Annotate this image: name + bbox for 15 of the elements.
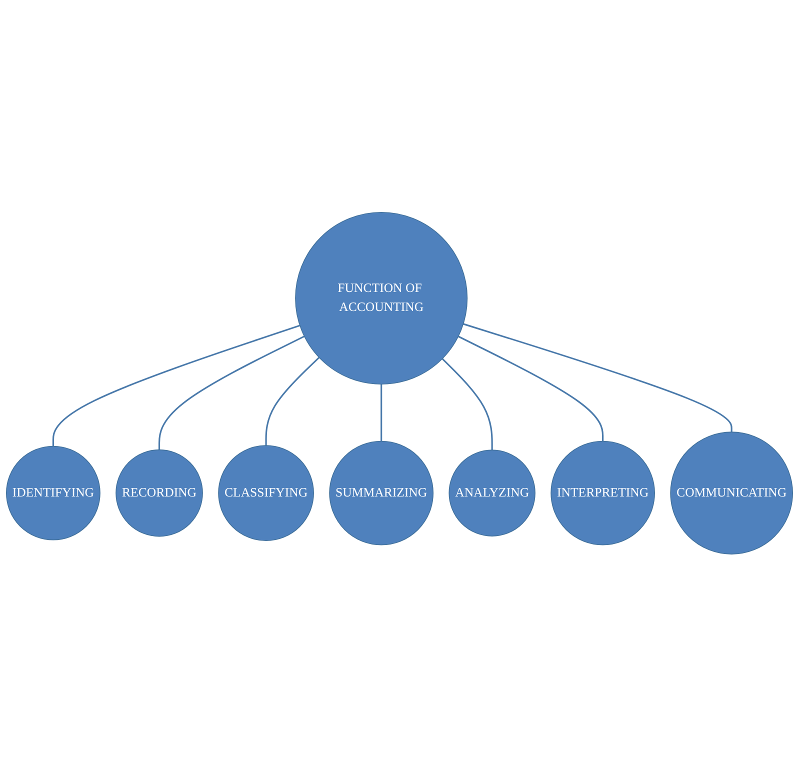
node-circle: IDENTIFYING [6, 446, 100, 541]
connector [458, 336, 604, 442]
connector [265, 357, 320, 446]
connector [52, 325, 300, 447]
node-circle: CLASSIFYING [218, 445, 314, 542]
connector [442, 358, 493, 450]
node-circle: COMMUNICATING [670, 432, 793, 555]
node-circle: FUNCTION OF ACCOUNTING [295, 212, 468, 385]
connector [463, 323, 732, 432]
node-circle: ANALYZING [448, 450, 536, 537]
connector [380, 384, 382, 442]
connector [158, 336, 305, 450]
node-circle: INTERPRETING [550, 441, 655, 546]
node-circle: RECORDING [116, 450, 203, 537]
node-circle: SUMMARIZING [329, 441, 434, 546]
